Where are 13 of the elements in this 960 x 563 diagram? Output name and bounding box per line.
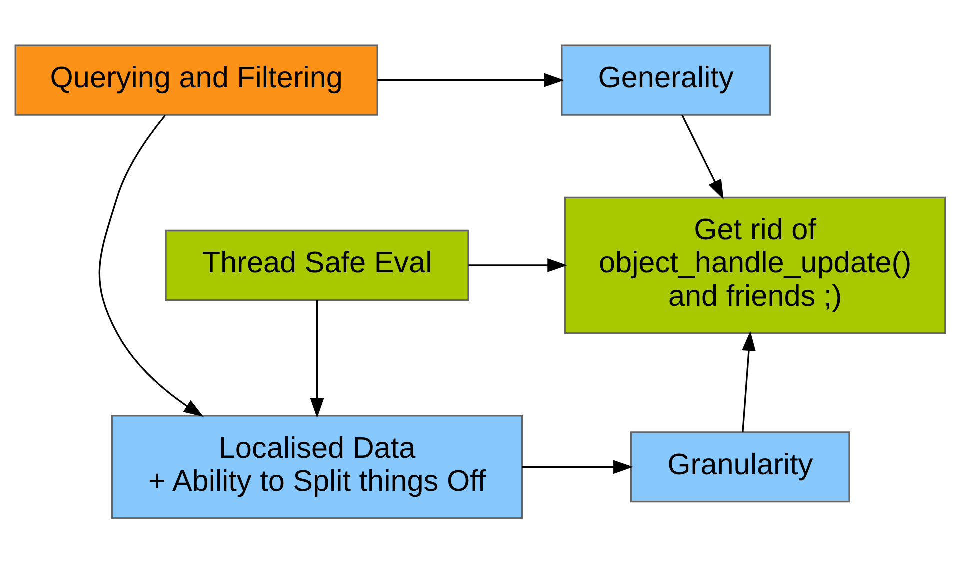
node-box: Generality xyxy=(560,44,770,116)
arrow xyxy=(377,72,564,87)
node-box: Querying and Filtering xyxy=(14,44,378,116)
node-box: Localised Data + Ability to Split things Off xyxy=(110,414,523,519)
arrow xyxy=(468,258,567,272)
arrow xyxy=(681,114,724,200)
arrow xyxy=(742,330,756,432)
arrow xyxy=(522,460,633,474)
node-box: Granularity xyxy=(630,431,850,502)
node-box: Get rid of object_handle_update() and friends ;) xyxy=(564,196,946,334)
arrow xyxy=(98,114,204,417)
node-box: Thread Safe Eval xyxy=(164,229,469,300)
arrow xyxy=(310,300,324,418)
